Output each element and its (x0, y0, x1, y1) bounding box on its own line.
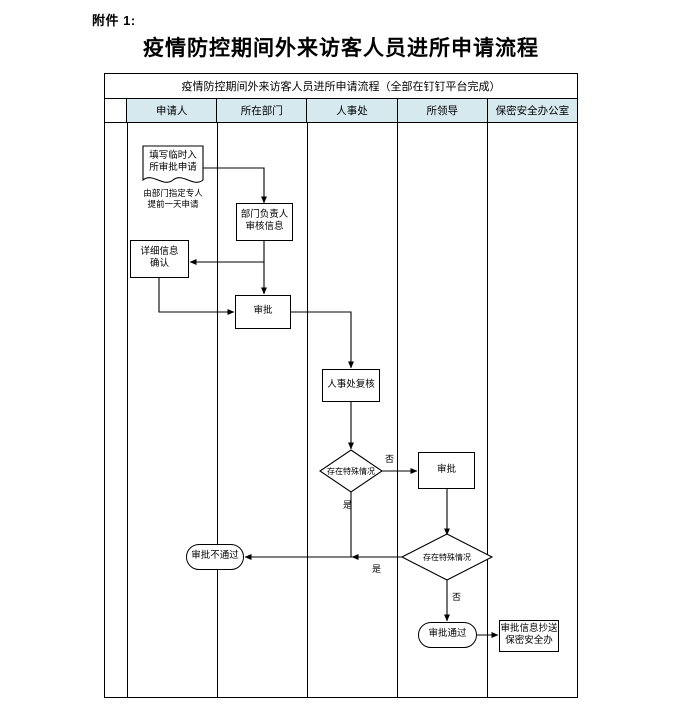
node-dept-review-line2: 审核信息 (245, 222, 284, 232)
table-title-row: 疫情防控期间外来访客人员进所申请流程（全部在钉钉平台完成） (105, 74, 577, 99)
note-apply-line2: 提前一天申请 (147, 199, 199, 210)
edge-label-special2-no: 否 (452, 592, 462, 602)
node-apply-form[interactable]: 填写临时入 所审批申请 (143, 148, 203, 178)
node-dept-review[interactable]: 部门负责人 审核信息 (236, 203, 293, 241)
node-hr-recheck[interactable]: 人事处复核 (322, 369, 380, 402)
lane-divider-3 (397, 123, 398, 697)
edge-label-special1-no: 否 (385, 454, 395, 464)
lane-header-spacer (105, 99, 127, 122)
edge-label-special2-yes: 是 (372, 564, 382, 574)
swimlane-table: 疫情防控期间外来访客人员进所申请流程（全部在钉钉平台完成） 申请人 所在部门 人… (104, 73, 578, 698)
lane-header-department: 所在部门 (217, 99, 308, 122)
node-approval-rejected[interactable]: 审批不通过 (186, 544, 244, 570)
node-approve-leader[interactable]: 审批 (418, 452, 475, 489)
node-detail-confirm-line1: 详细信息 (140, 247, 179, 258)
edge-label-special1-yes: 是 (343, 500, 353, 510)
page-title: 疫情防控期间外来访客人员进所申请流程 (143, 36, 539, 60)
node-approve-department[interactable]: 审批 (235, 295, 291, 329)
lane-divider-1 (217, 123, 218, 697)
note-apply-line1: 由部门指定专人 (143, 188, 203, 198)
node-detail-confirm[interactable]: 详细信息 确认 (130, 240, 189, 278)
lane-divider-0 (127, 123, 128, 697)
lane-divider-2 (307, 123, 308, 697)
node-special-case-hr[interactable]: 存在特殊情况 (327, 467, 375, 476)
node-apply-line2: 所审批申请 (149, 163, 197, 173)
lane-divider-4 (487, 123, 488, 697)
lane-header-security: 保密安全办公室 (487, 99, 578, 122)
node-detail-confirm-line2: 确认 (149, 259, 169, 269)
note-apply-instruction: 由部门指定专人 提前一天申请 (126, 188, 220, 211)
node-cc-security-office[interactable]: 审批信息抄送 保密安全办 (499, 620, 559, 652)
lane-header-leader: 所领导 (397, 99, 488, 122)
lane-header-row: 申请人 所在部门 人事处 所领导 保密安全办公室 (105, 99, 578, 123)
attachment-label: 附件 1: (92, 13, 136, 28)
node-dept-review-line1: 部门负责人 (240, 210, 289, 221)
node-cc-line2: 保密安全办 (505, 636, 553, 646)
node-cc-line1: 审批信息抄送 (500, 624, 558, 635)
node-special-case-leader[interactable]: 存在特殊情况 (423, 553, 471, 562)
node-approval-passed[interactable]: 审批通过 (418, 622, 477, 648)
node-apply-line1: 填写临时入 (149, 151, 197, 162)
lane-header-applicant: 申请人 (127, 99, 218, 122)
lane-header-hr: 人事处 (307, 99, 398, 122)
